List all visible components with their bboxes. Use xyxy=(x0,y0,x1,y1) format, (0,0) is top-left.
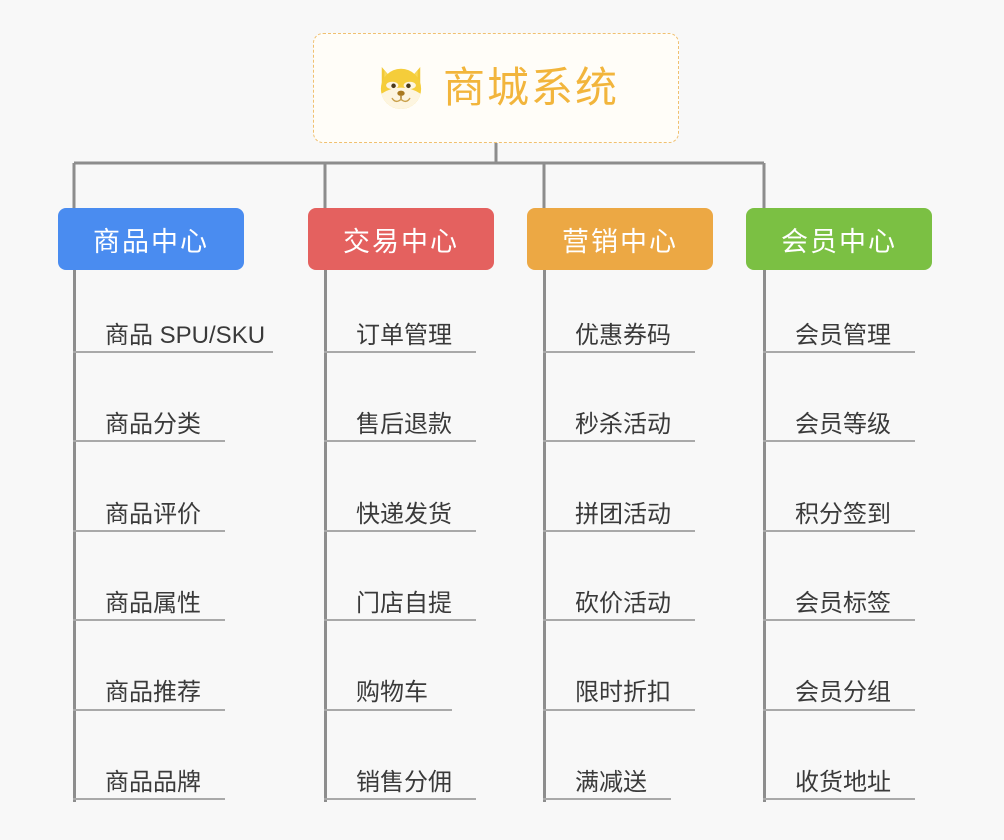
leaf-item[interactable]: 拼团活动 xyxy=(543,488,695,532)
leaf-item-label: 拼团活动 xyxy=(575,500,671,528)
column-4: 会员中心会员管理会员等级积分签到会员标签会员分组收货地址 xyxy=(746,208,932,802)
leaf-item-label: 会员标签 xyxy=(795,590,891,617)
column-spine-3 xyxy=(543,270,546,802)
leaf-item-label: 满减送 xyxy=(575,768,647,796)
leaf-item[interactable]: 销售分佣 xyxy=(324,756,476,800)
leaf-item-label: 会员分组 xyxy=(795,679,891,707)
leaf-item[interactable]: 快递发货 xyxy=(324,488,476,532)
leaf-item-label: 购物车 xyxy=(356,679,428,707)
leaf-item[interactable]: 会员标签 xyxy=(763,577,915,622)
column-header-label: 商品中心 xyxy=(93,226,209,257)
leaf-item-label: 商品属性 xyxy=(105,590,201,617)
dog-face-icon xyxy=(373,60,429,116)
leaf-item-label: 秒杀活动 xyxy=(575,411,671,439)
column-header-3[interactable]: 营销中心 xyxy=(527,208,713,270)
leaf-item-label: 收货地址 xyxy=(795,768,891,796)
leaf-item[interactable]: 会员管理 xyxy=(763,309,915,353)
leaf-item[interactable]: 限时折扣 xyxy=(543,667,695,711)
leaf-item[interactable]: 商品分类 xyxy=(73,398,225,443)
leaf-item[interactable]: 商品属性 xyxy=(73,577,225,622)
column-spine-1 xyxy=(73,270,76,802)
leaf-item-label: 会员管理 xyxy=(795,321,891,349)
leaf-item[interactable]: 购物车 xyxy=(324,667,452,711)
leaf-item[interactable]: 秒杀活动 xyxy=(543,398,695,443)
leaf-item-label: 售后退款 xyxy=(356,411,452,439)
leaf-item-label: 商品推荐 xyxy=(105,679,201,707)
column-header-label: 会员中心 xyxy=(781,226,897,257)
leaf-item[interactable]: 收货地址 xyxy=(763,756,915,800)
leaf-item[interactable]: 商品评价 xyxy=(73,488,225,532)
leaf-item[interactable]: 会员等级 xyxy=(763,398,915,443)
leaf-item-label: 商品评价 xyxy=(105,500,201,528)
leaf-item-label: 限时折扣 xyxy=(575,679,671,707)
leaf-item-label: 商品品牌 xyxy=(105,768,201,796)
leaf-item[interactable]: 会员分组 xyxy=(763,667,915,711)
leaf-item[interactable]: 满减送 xyxy=(543,756,671,800)
column-2: 交易中心订单管理售后退款快递发货门店自提购物车销售分佣 xyxy=(308,208,494,802)
root-title: 商城系统 xyxy=(442,64,619,111)
leaf-item[interactable]: 砍价活动 xyxy=(543,577,695,622)
column-3: 营销中心优惠券码秒杀活动拼团活动砍价活动限时折扣满减送 xyxy=(527,208,713,802)
leaf-item-label: 商品 SPU/SKU xyxy=(105,321,266,349)
leaf-item-label: 优惠券码 xyxy=(575,321,671,349)
leaf-item-label: 销售分佣 xyxy=(356,768,452,796)
column-header-1[interactable]: 商品中心 xyxy=(58,208,244,270)
leaf-item[interactable]: 商品 SPU/SKU xyxy=(73,309,273,353)
column-header-4[interactable]: 会员中心 xyxy=(746,208,932,270)
leaf-item[interactable]: 门店自提 xyxy=(324,577,476,622)
leaf-item-label: 商品分类 xyxy=(105,411,201,439)
column-spine-4 xyxy=(763,270,766,802)
column-spine-2 xyxy=(324,270,327,802)
column-header-2[interactable]: 交易中心 xyxy=(308,208,494,270)
leaf-item[interactable]: 积分签到 xyxy=(763,488,915,532)
leaf-item-label: 积分签到 xyxy=(795,500,891,528)
leaf-item-label: 会员等级 xyxy=(795,411,891,439)
leaf-item[interactable]: 商品推荐 xyxy=(73,667,225,711)
leaf-item-label: 砍价活动 xyxy=(575,590,671,617)
leaf-item-label: 订单管理 xyxy=(356,321,452,349)
column-header-label: 交易中心 xyxy=(343,226,459,257)
column-header-label: 营销中心 xyxy=(562,226,678,257)
root-node[interactable]: 商城系统 xyxy=(313,33,679,143)
leaf-item[interactable]: 优惠券码 xyxy=(543,309,695,353)
leaf-item[interactable]: 订单管理 xyxy=(324,309,476,353)
leaf-item[interactable]: 售后退款 xyxy=(324,398,476,443)
leaf-item[interactable]: 商品品牌 xyxy=(73,756,225,800)
leaf-item-label: 快递发货 xyxy=(356,500,452,528)
leaf-item-label: 门店自提 xyxy=(356,590,452,617)
column-1: 商品中心商品 SPU/SKU 商品分类商品评价商品属性商品推荐商品品牌 xyxy=(58,208,273,802)
